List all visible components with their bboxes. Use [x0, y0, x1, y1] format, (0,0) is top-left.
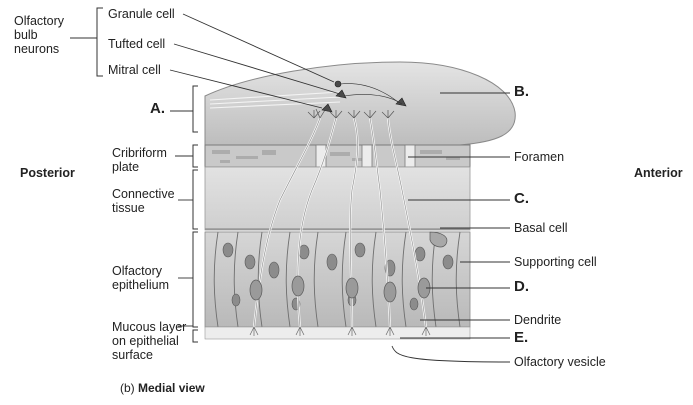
- label-basal-cell: Basal cell: [514, 221, 568, 235]
- tufted-cell-body: [335, 89, 347, 99]
- label-d: D.: [514, 278, 529, 295]
- olfactory-epithelium-layer: [204, 231, 471, 328]
- caption-bold: Medial view: [138, 381, 205, 395]
- leader-lines: [70, 13, 511, 363]
- figure-caption: (b) Medial view: [120, 381, 205, 395]
- bulb-neurons: [321, 80, 407, 113]
- label-foramen: Foramen: [514, 150, 565, 164]
- bracket-epithelium: [192, 231, 198, 328]
- olfactory-bulb: [204, 61, 516, 146]
- label-mucous-layer: Mucous layer on epithelial surface: [112, 320, 187, 362]
- label-mitral-cell: Mitral cell: [108, 63, 161, 77]
- bracket-cribriform: [192, 144, 198, 168]
- label-cribriform-plate: Cribriform plate: [112, 146, 167, 174]
- label-olfactory-vesicle: Olfactory vesicle: [514, 355, 606, 369]
- label-c: C.: [514, 190, 529, 207]
- bracket-mucous: [192, 329, 198, 343]
- bracket-a: [192, 85, 198, 133]
- cilia: [249, 326, 431, 336]
- label-tufted-cell: Tufted cell: [108, 37, 166, 51]
- bracket-connective: [192, 169, 198, 230]
- mitral-cell-body: [321, 103, 333, 113]
- label-dendrite: Dendrite: [514, 313, 562, 327]
- label-supporting-cell: Supporting cell: [514, 255, 597, 269]
- bracket-bulb-neurons: [96, 7, 103, 77]
- label-granule-cell: Granule cell: [108, 7, 175, 21]
- receptor-cell-bodies: [249, 275, 431, 303]
- connective-tissue-layer: [204, 166, 471, 231]
- label-olfactory-epithelium: Olfactory epithelium: [112, 264, 169, 292]
- label-a: A.: [150, 100, 165, 117]
- label-b: B.: [514, 83, 529, 100]
- label-anterior: Anterior: [634, 166, 683, 180]
- label-e: E.: [514, 329, 529, 346]
- label-connective-tissue: Connective tissue: [112, 187, 175, 215]
- cribriform-bone-texture: [212, 150, 460, 163]
- label-olfactory-bulb-neurons: Olfactory bulb neurons: [14, 14, 65, 56]
- caption-prefix: (b): [120, 381, 135, 395]
- mucous-layer: [204, 326, 471, 340]
- label-posterior: Posterior: [20, 166, 75, 180]
- basal-cell: [429, 231, 448, 248]
- glomeruli: [307, 108, 395, 119]
